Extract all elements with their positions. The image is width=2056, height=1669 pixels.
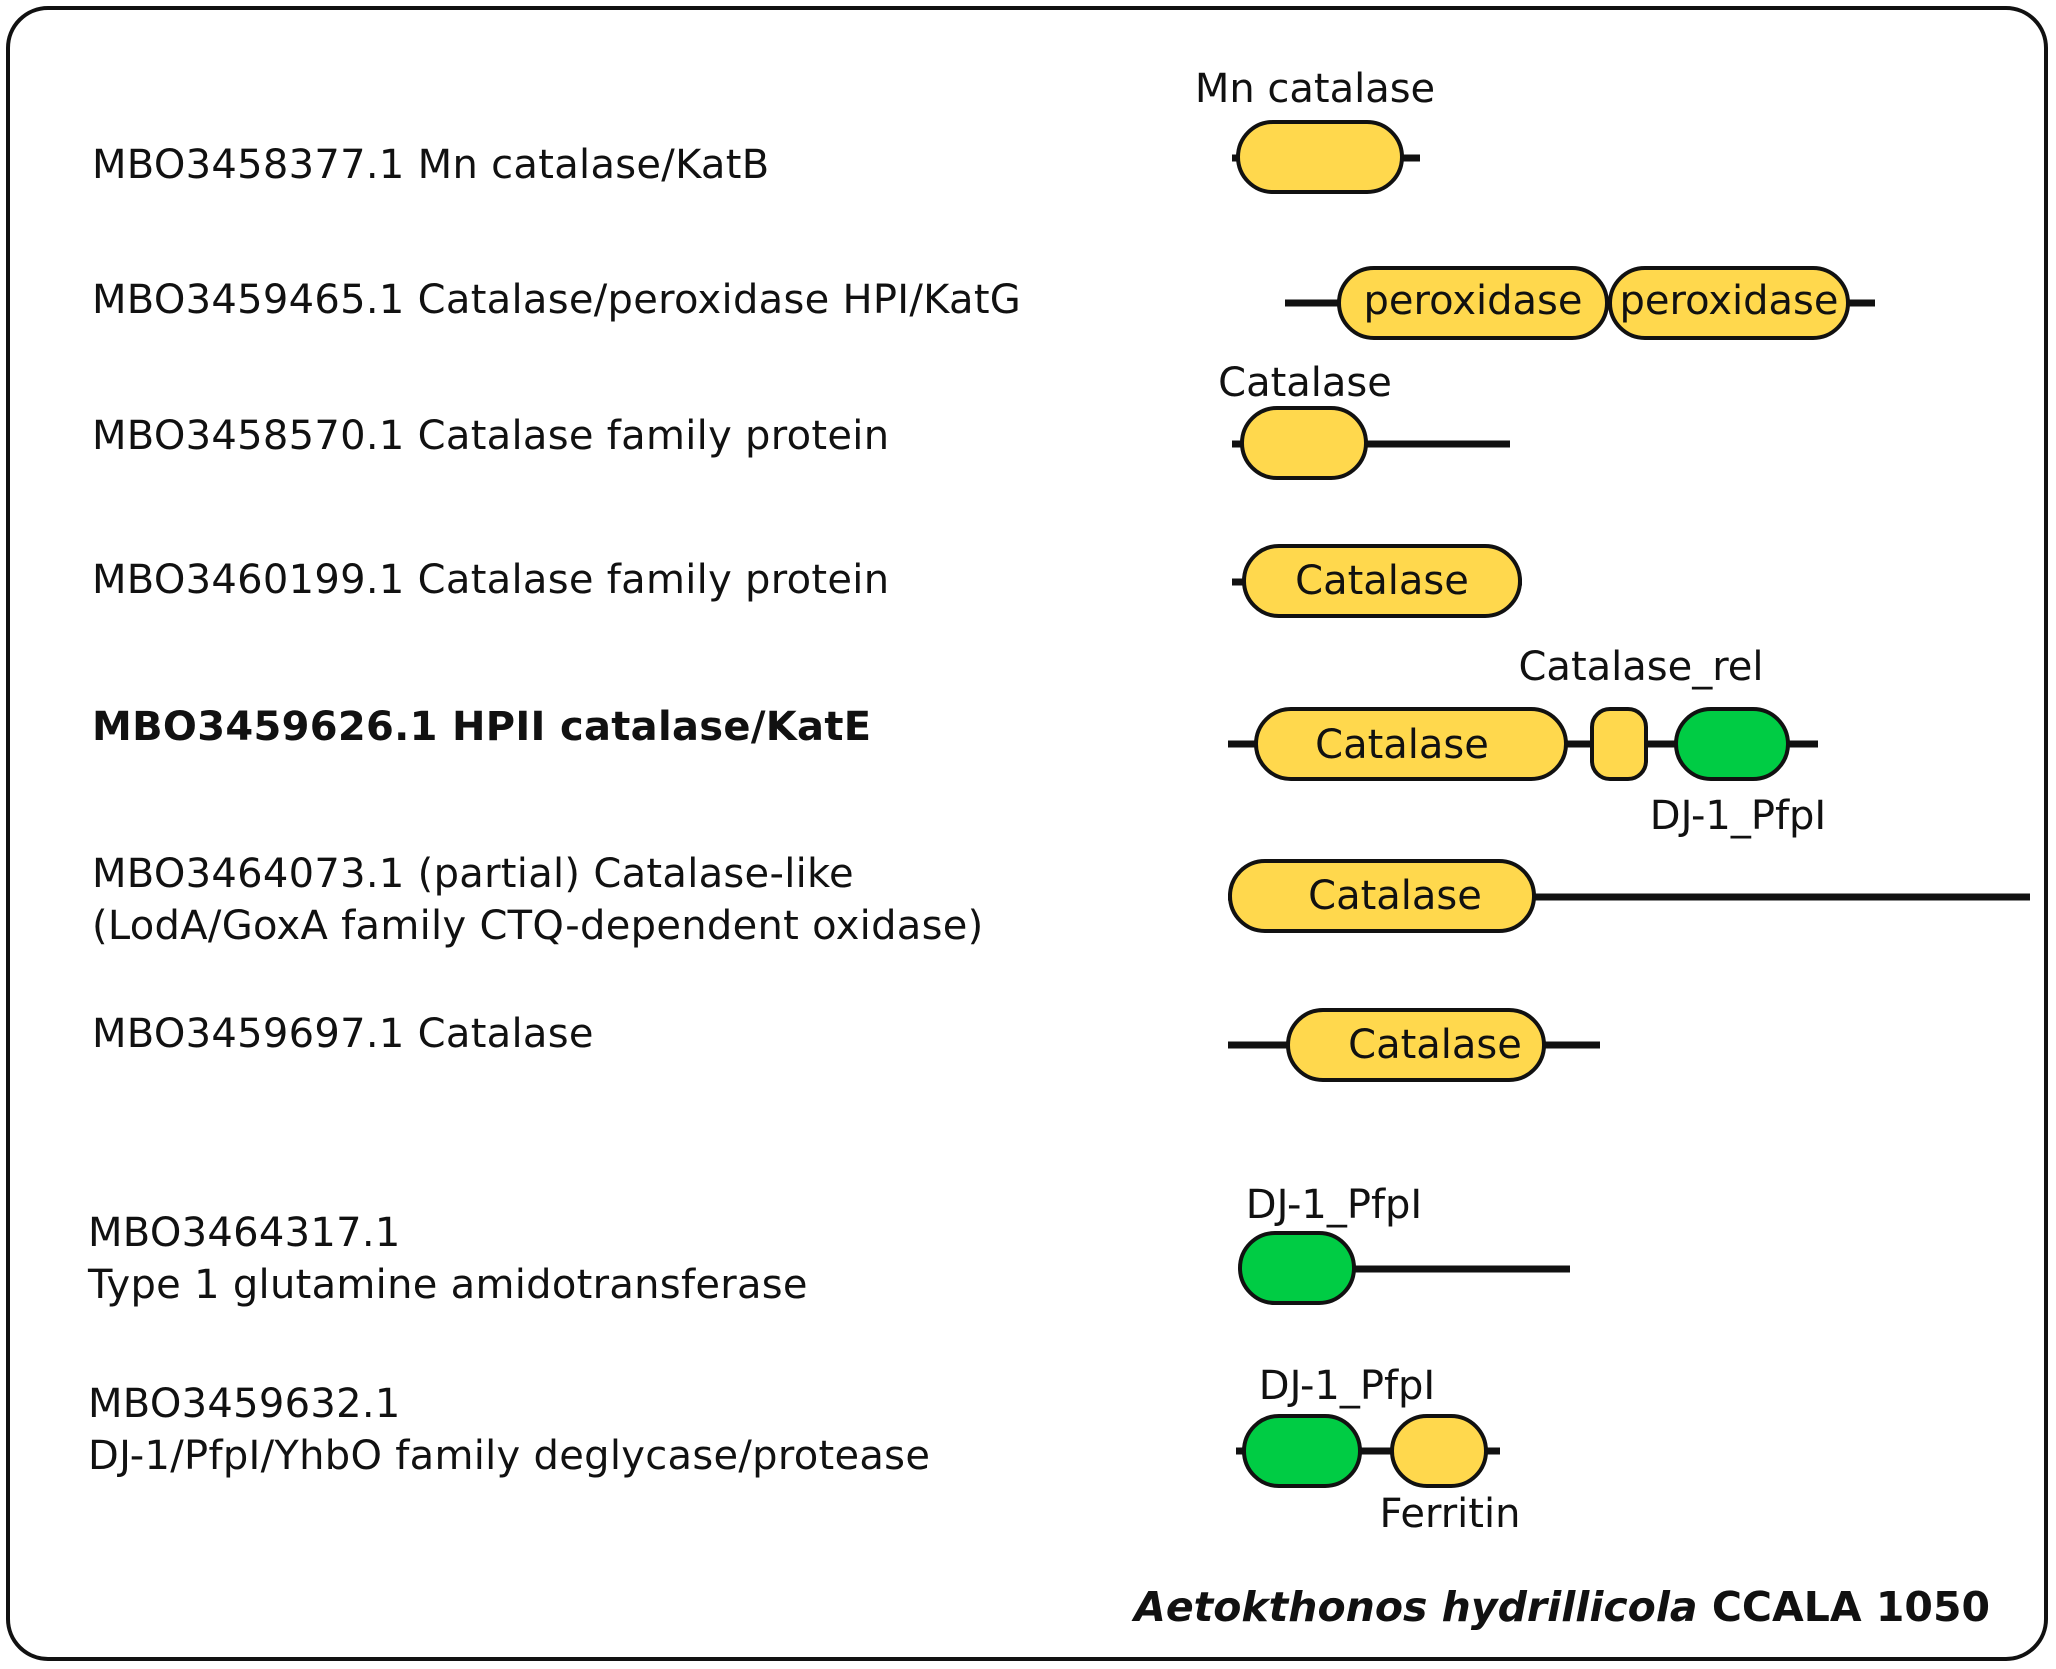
protein-label-line: MBO3464317.1 <box>88 1210 401 1256</box>
domain-dj1-pfpi-1 <box>1674 707 1790 781</box>
domain-boxes <box>1228 120 1850 1488</box>
domain-catalase-4 <box>1228 859 1536 933</box>
domain-label-catalase-inside-6: Catalase <box>1308 873 1482 919</box>
protein-label-line: (LodA/GoxA family CTQ-dependent oxidase) <box>92 903 984 949</box>
figure-frame <box>6 6 2048 1661</box>
protein-label-line: MBO3459465.1 Catalase/peroxidase HPI/Kat… <box>92 277 1022 323</box>
protein-label-line: MBO3464073.1 (partial) Catalase-like <box>92 851 854 897</box>
protein-label-deglycase: MBO3459632.1 DJ-1/PfpI/YhbO family degly… <box>88 1378 930 1482</box>
domain-label-peroxidase-2: peroxidase <box>1620 278 1839 324</box>
organism-footer: Aetokthonos hydrillicola CCALA 1050 <box>1134 1583 1990 1631</box>
domain-label-dj1-pfpi-above-8: DJ-1_PfpI <box>1246 1182 1422 1228</box>
protein-label-line: MBO3458570.1 Catalase family protein <box>92 413 890 459</box>
domain-catalase-3 <box>1254 707 1568 781</box>
protein-label-catalase-family-1: MBO3458570.1 Catalase family protein <box>92 410 889 462</box>
domain-dj1-pfpi-2 <box>1238 1231 1356 1305</box>
domain-label-dj1-pfpi-above-9: DJ-1_PfpI <box>1259 1363 1435 1409</box>
protein-label-line: MBO3459626.1 HPII catalase/KatE <box>92 704 872 750</box>
domain-label-peroxidase-1: peroxidase <box>1364 278 1583 324</box>
protein-label-kate: MBO3459626.1 HPII catalase/KatE <box>92 701 871 753</box>
protein-label-loda-goxa: MBO3464073.1 (partial) Catalase-like (Lo… <box>92 848 984 952</box>
domain-catalase-5 <box>1286 1008 1546 1082</box>
protein-label-katb: MBO3458377.1 Mn catalase/KatB <box>92 139 769 191</box>
domain-labels: Mn catalase peroxidase peroxidase Catala… <box>1195 66 1839 1537</box>
domain-peroxidase-2 <box>1608 266 1850 340</box>
domain-label-catalase-rel: Catalase_rel <box>1519 644 1764 690</box>
domain-label-catalase-inside-5: Catalase <box>1315 722 1489 768</box>
protein-label-catalase-family-2: MBO3460199.1 Catalase family protein <box>92 554 889 606</box>
species-name: Aetokthonos hydrillicola <box>1134 1583 1698 1631</box>
domain-label-catalase-inside-4: Catalase <box>1295 558 1469 604</box>
domain-label-mn-catalase: Mn catalase <box>1195 66 1435 112</box>
domain-catalase-1 <box>1240 406 1368 480</box>
protein-label-line: MBO3459632.1 <box>88 1381 401 1427</box>
domain-peroxidase-1 <box>1337 266 1609 340</box>
domain-label-dj1-pfpi-below: DJ-1_PfpI <box>1650 793 1826 839</box>
protein-label-glutamine-amidotransferase: MBO3464317.1 Type 1 glutamine amidotrans… <box>88 1207 808 1311</box>
strain-name: CCALA 1050 <box>1711 1583 1990 1631</box>
protein-label-line: DJ-1/PfpI/YhbO family deglycase/protease <box>88 1433 931 1479</box>
domain-dj1-pfpi-3 <box>1242 1414 1362 1488</box>
protein-label-line: MBO3459697.1 Catalase <box>92 1011 594 1057</box>
protein-label-line: MBO3460199.1 Catalase family protein <box>92 557 890 603</box>
domain-catalase-2 <box>1242 544 1522 618</box>
domain-catalase-rel <box>1590 707 1648 781</box>
protein-label-catalase: MBO3459697.1 Catalase <box>92 1008 594 1060</box>
domain-label-catalase-above: Catalase <box>1218 360 1392 406</box>
domain-ferritin <box>1390 1414 1488 1488</box>
domain-label-ferritin: Ferritin <box>1380 1491 1521 1537</box>
protein-label-line: Type 1 glutamine amidotransferase <box>88 1262 808 1308</box>
protein-label-katg: MBO3459465.1 Catalase/peroxidase HPI/Kat… <box>92 274 1021 326</box>
domain-label-catalase-inside-7: Catalase <box>1348 1022 1522 1068</box>
protein-label-line: MBO3458377.1 Mn catalase/KatB <box>92 142 770 188</box>
domain-mn-catalase <box>1236 120 1404 194</box>
